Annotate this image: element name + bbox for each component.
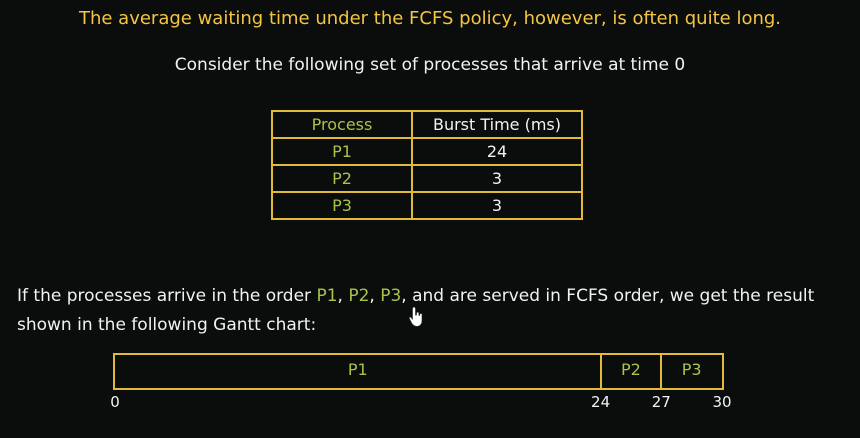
table-row: P3 3 [271,191,583,220]
para-process-p2: P2 [348,286,370,306]
para-sep-1: , [337,286,349,306]
gantt-segment-p3: P3 [681,360,702,379]
process-table: Process Burst Time (ms) P1 24 P2 3 P3 3 [271,110,583,220]
para-process-p1: P1 [316,286,338,306]
gantt-divider [599,355,602,388]
gantt-segment-p2: P2 [621,360,641,379]
header-process: Process [271,110,413,139]
slide-headline: The average waiting time under the FCFS … [78,8,782,29]
para-process-p3: P3 [380,286,402,306]
table-row: P1 24 [271,137,583,166]
cell-burst: 24 [411,137,583,166]
cell-burst: 3 [411,191,583,220]
cell-burst: 3 [411,164,583,193]
hand-cursor-icon [408,306,423,327]
cell-process: P3 [271,191,413,220]
gantt-tick-30: 30 [712,393,732,411]
gantt-tick-24: 24 [591,393,611,411]
cell-process: P1 [271,137,413,166]
cell-process: P2 [271,164,413,193]
table-row: P2 3 [271,164,583,193]
header-burst-time: Burst Time (ms) [411,110,583,139]
para-text-2: , and are served in FCFS order, we get t… [17,286,815,335]
gantt-segment-p1: P1 [347,360,368,379]
gantt-tick-27: 27 [651,393,671,411]
table-header-row: Process Burst Time (ms) [271,110,583,139]
gantt-intro-paragraph: If the processes arrive in the order P1,… [17,282,847,340]
slide-subline: Consider the following set of processes … [174,55,686,75]
gantt-chart: P1 P2 P3 [113,353,724,390]
para-sep-2: , [369,286,381,306]
gantt-divider [660,355,663,388]
para-text-1: If the processes arrive in the order [17,286,317,306]
gantt-tick-0: 0 [110,393,120,411]
